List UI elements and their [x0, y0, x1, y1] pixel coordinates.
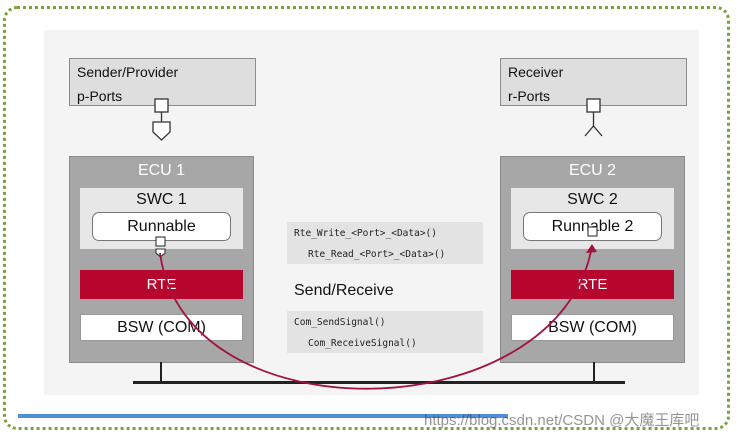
rte-write-call: Rte_Write_<Port>_<Data>(): [294, 228, 437, 239]
swc-1-title: SWC 1: [136, 191, 187, 208]
runnable-2-port: [587, 226, 598, 237]
ecu-2: ECU 2 SWC 2 Runnable 2 RTE BSW (COM): [500, 156, 685, 363]
watermark-text: https://blog.csdn.net/CSDN @大魔王库吧: [424, 412, 700, 429]
ecu-1-title: ECU 1: [137, 162, 186, 179]
r-ports-label: r-Ports: [508, 88, 550, 104]
rte-read-call: Rte_Read_<Port>_<Data>(): [308, 249, 446, 260]
receiver-box: Receiver r-Ports: [500, 58, 687, 106]
com-receive-signal-call: Com_ReceiveSignal(): [308, 338, 417, 349]
bsw-com-1: BSW (COM): [80, 314, 243, 341]
signal-flow-arrow: [159, 245, 593, 390]
arrowhead-icon: [586, 244, 597, 253]
blue-underline: [18, 414, 508, 418]
bus-drop-ecu-2: [593, 362, 595, 382]
rte-api-box: Rte_Write_<Port>_<Data>() Rte_Read_<Port…: [287, 222, 483, 264]
ecu-2-title: ECU 2: [568, 162, 617, 179]
com-api-box: Com_SendSignal() Com_ReceiveSignal(): [287, 311, 483, 353]
bus-drop-ecu-1: [160, 362, 162, 382]
sender-provider-label: Sender/Provider: [77, 64, 179, 80]
sender-provider-box: Sender/Provider p-Ports: [69, 58, 256, 106]
required-port-icon: [584, 98, 603, 137]
diagram-frame: [3, 6, 730, 430]
bsw-com-2: BSW (COM): [511, 314, 674, 341]
receiver-label: Receiver: [508, 64, 564, 80]
send-receive-label: Send/Receive: [294, 282, 394, 299]
runnable-1: Runnable: [92, 212, 231, 241]
communication-bus: [133, 381, 625, 384]
runnable-1-port: [155, 236, 166, 258]
com-send-signal-call: Com_SendSignal(): [294, 317, 386, 328]
swc-2-title: SWC 2: [567, 191, 618, 208]
p-ports-label: p-Ports: [77, 88, 123, 104]
rte-2: RTE: [511, 270, 674, 299]
provider-port-icon: [152, 98, 171, 141]
